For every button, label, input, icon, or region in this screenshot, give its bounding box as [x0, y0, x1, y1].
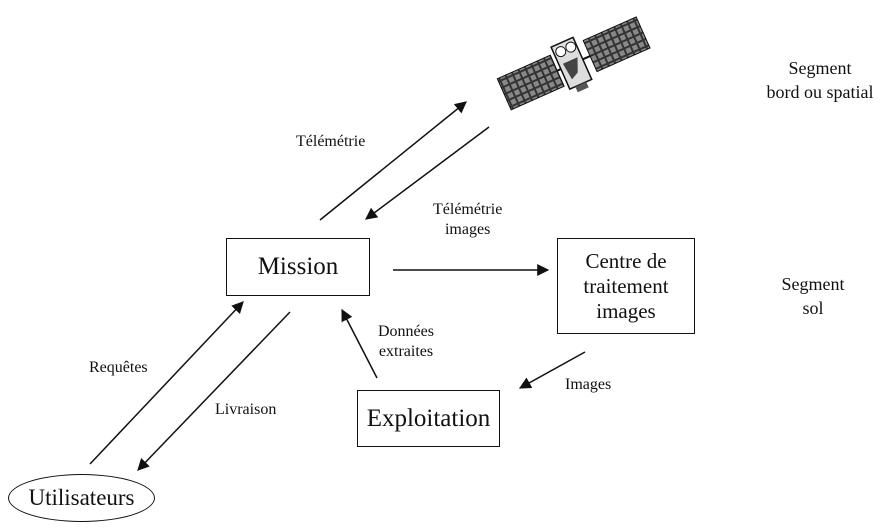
label-livraison: Livraison: [215, 401, 277, 418]
arrow-telemetrie-images-down: [365, 126, 490, 220]
label-requetes: Requêtes: [89, 359, 148, 376]
label-donnees-extraites: Données extraites: [378, 323, 434, 360]
node-mission-label: Mission: [257, 253, 339, 280]
node-centre-label: Centre de traitement images: [583, 248, 669, 323]
segment-bord-label: Segment bord ou spatial: [766, 58, 874, 102]
label-telemetrie-images: Télémétrie images: [433, 201, 503, 238]
arrow-telemetrie-up: [319, 101, 467, 221]
label-images: Images: [565, 376, 612, 393]
node-centre-traitement: Centre de traitement images: [557, 238, 695, 334]
arrow-exploitation-to-mission: [341, 308, 378, 379]
arrow-requetes: [89, 301, 244, 465]
label-telemetrie: Télémétrie: [296, 133, 366, 150]
node-exploitation-label: Exploitation: [366, 404, 491, 432]
segment-sol-label: Segment sol: [781, 274, 845, 318]
node-utilisateurs-label: Utilisateurs: [28, 485, 135, 510]
node-exploitation: Exploitation: [357, 390, 500, 447]
node-utilisateurs: Utilisateurs: [8, 474, 155, 522]
arrow-centre-to-exploitation: [518, 351, 586, 389]
node-mission: Mission: [226, 238, 370, 296]
arrow-livraison: [137, 311, 291, 471]
satellite-icon: [496, 16, 651, 111]
